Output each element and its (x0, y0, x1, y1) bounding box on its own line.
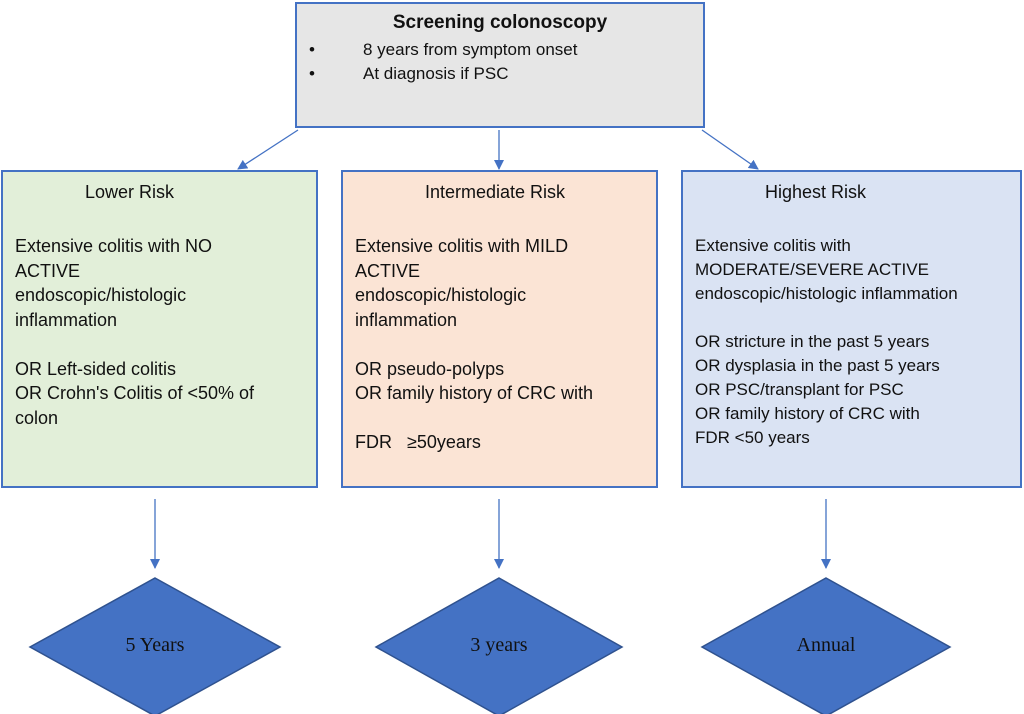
bullet-icon: • (309, 40, 315, 59)
bullet-icon: • (309, 64, 315, 83)
highest-risk-title: Highest Risk (765, 182, 867, 202)
lower-risk-interval: 5 Years (125, 634, 185, 656)
screening-colonoscopy-box: Screening colonoscopy • 8 years from sym… (295, 2, 705, 128)
bullet-text: 8 years from symptom onset (363, 40, 578, 59)
outcome-diamond-lower (28, 577, 282, 714)
intermediate-risk-criteria: Extensive colitis with MILD ACTIVE endos… (355, 236, 594, 452)
outcome-diamond-intermediate (374, 577, 624, 714)
intermediate-risk-interval: 3 years (470, 634, 528, 656)
bullet-text: At diagnosis if PSC (363, 64, 509, 83)
screening-title: Screening colonoscopy (392, 12, 608, 33)
outcome-diamond-highest (700, 577, 952, 714)
highest-risk-box: Highest Risk Extensive colitis with MODE… (681, 170, 1022, 488)
lower-risk-criteria: Extensive colitis with NO ACTIVE endosco… (15, 236, 255, 428)
highest-risk-criteria: Extensive colitis with MODERATE/SEVERE A… (695, 236, 958, 447)
intermediate-risk-title: Intermediate Risk (425, 182, 566, 202)
arrow-to-highest-risk (701, 129, 759, 170)
intermediate-risk-box: Intermediate Risk Extensive colitis with… (341, 170, 658, 488)
arrow-to-lower-risk (237, 129, 299, 170)
lower-risk-box: Lower Risk Extensive colitis with NO ACT… (1, 170, 318, 488)
lower-risk-title: Lower Risk (85, 182, 175, 202)
highest-risk-interval: Annual (796, 634, 856, 656)
